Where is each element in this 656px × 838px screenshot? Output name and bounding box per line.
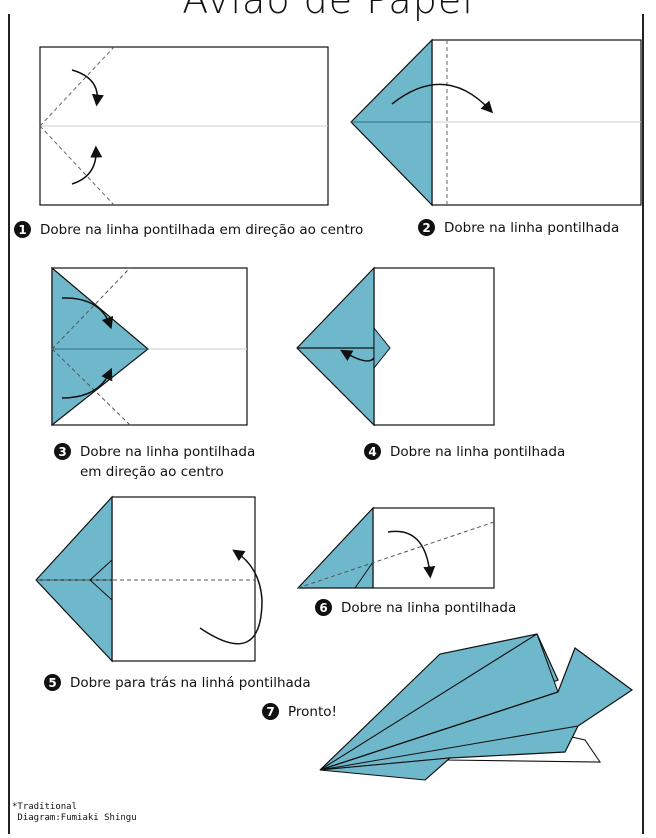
credits-line2: Diagram:Fumiaki Shingu [12,813,137,823]
step-1-text: Dobre na linha pontilhada em direção ao … [40,222,364,238]
step-number-badge: 2 [418,219,435,236]
step-3-text-line2: em direção ao centro [80,464,224,480]
credits: *Traditional Diagram:Fumiaki Shingu [12,802,137,824]
step-1-diagram [39,46,329,206]
step-1-caption: 1 Dobre na linha pontilhada em direção a… [14,220,363,240]
step-5-diagram [35,495,263,663]
step-number-badge: 1 [14,221,31,238]
step-2-diagram [350,38,642,207]
step-4-caption: 4 Dobre na linha pontilhada [364,442,565,462]
step-3-diagram [51,266,248,427]
step-4-diagram [296,266,495,427]
step-6-diagram [296,506,495,589]
credits-line1: *Traditional [12,802,78,812]
step-number-badge: 7 [262,703,279,720]
step-number-badge: 3 [54,443,71,460]
step-number-badge: 5 [44,674,61,691]
step-3-caption: 3 Dobre na linha pontilhada em direção a… [54,442,255,482]
step-6-text: Dobre na linha pontilhada [341,600,517,616]
step-number-badge: 4 [364,443,381,460]
step-7-text: Pronto! [288,704,337,720]
step-6-caption: 6 Dobre na linha pontilhada [315,598,516,618]
paper-airplane [319,633,634,781]
step-4-text: Dobre na linha pontilhada [390,444,566,460]
step-2-caption: 2 Dobre na linha pontilhada [418,218,619,238]
step-5-text: Dobre para trás na linhá pontilhada [70,675,311,691]
step-7-caption: 7 Pronto! [262,702,337,722]
step-2-text: Dobre na linha pontilhada [444,220,620,236]
step-number-badge: 6 [315,599,332,616]
step-5-caption: 5 Dobre para trás na linhá pontilhada [44,673,311,693]
page-title: Avião de Papel [182,0,474,22]
step-3-text-line1: Dobre na linha pontilhada [80,444,256,460]
diagram-frame [8,14,644,834]
